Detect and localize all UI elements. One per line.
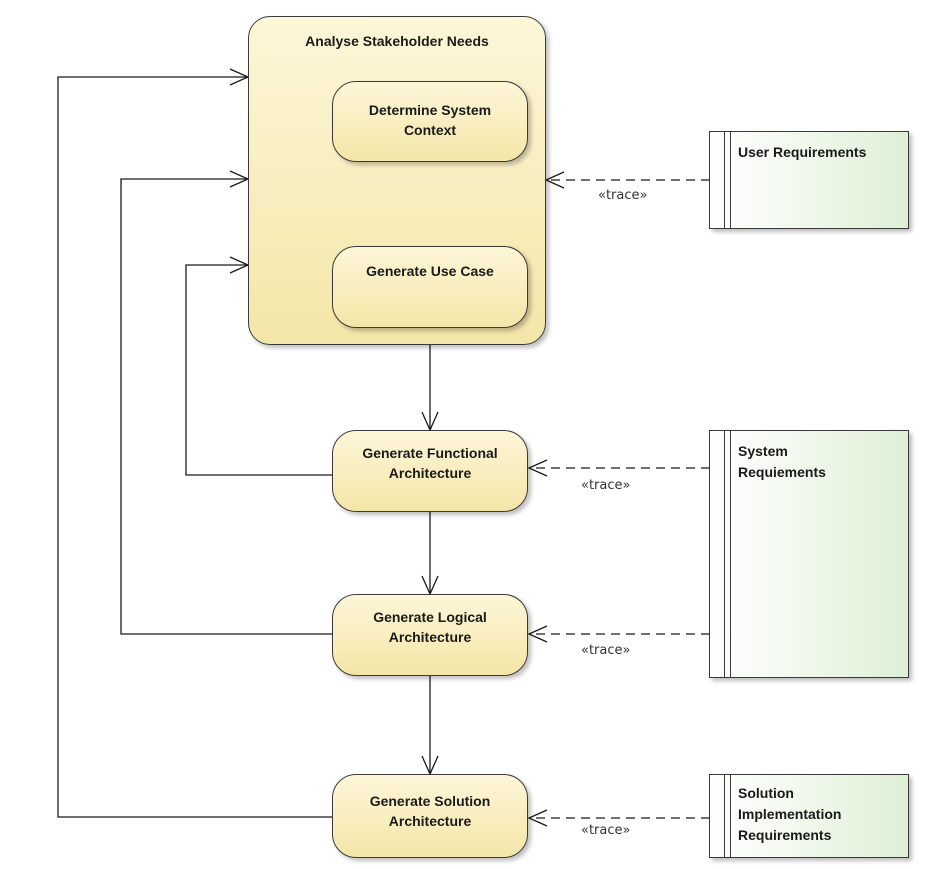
requirement-user-requirements[interactable]: User Requirements	[709, 131, 909, 229]
action-generate-use-case[interactable]: Generate Use Case	[332, 246, 528, 328]
action-functional-label: Generate Functional Architecture	[362, 445, 498, 481]
trace-label-logical: «trace»	[581, 643, 631, 658]
requirement-bar	[724, 775, 731, 857]
trace-label-solution: «trace»	[581, 823, 631, 838]
action-generate-logical-architecture[interactable]: Generate Logical Architecture	[332, 594, 528, 676]
action-solution-label: Generate Solution Architecture	[369, 793, 491, 829]
action-determine-system-context[interactable]: Determine System Context	[332, 81, 528, 162]
flow-solution-to-needs	[57, 77, 332, 818]
requirement-bar	[724, 132, 731, 228]
requirement-system-requirements[interactable]: System Requiements	[709, 430, 909, 678]
action-determine-system-context-label: Determine System Context	[368, 102, 492, 138]
flow-functional-to-needs	[185, 265, 332, 476]
requirement-user-label: User Requirements	[738, 144, 867, 160]
action-logical-label: Generate Logical Architecture	[373, 609, 487, 645]
requirement-solution-label: Solution Implementation Requirements	[738, 785, 842, 843]
action-generate-use-case-label: Generate Use Case	[366, 263, 494, 279]
trace-label-functional: «trace»	[581, 478, 631, 493]
requirement-system-label: System Requiements	[738, 443, 826, 480]
flow-logical-to-needs	[120, 179, 332, 635]
requirement-bar	[724, 431, 731, 677]
trace-label-user: «trace»	[598, 188, 648, 203]
action-generate-functional-architecture[interactable]: Generate Functional Architecture	[332, 430, 528, 512]
requirement-solution-implementation[interactable]: Solution Implementation Requirements	[709, 774, 909, 858]
action-generate-solution-architecture[interactable]: Generate Solution Architecture	[332, 774, 528, 858]
trace-connectors	[529, 180, 710, 818]
container-title: Analyse Stakeholder Needs	[305, 33, 489, 49]
